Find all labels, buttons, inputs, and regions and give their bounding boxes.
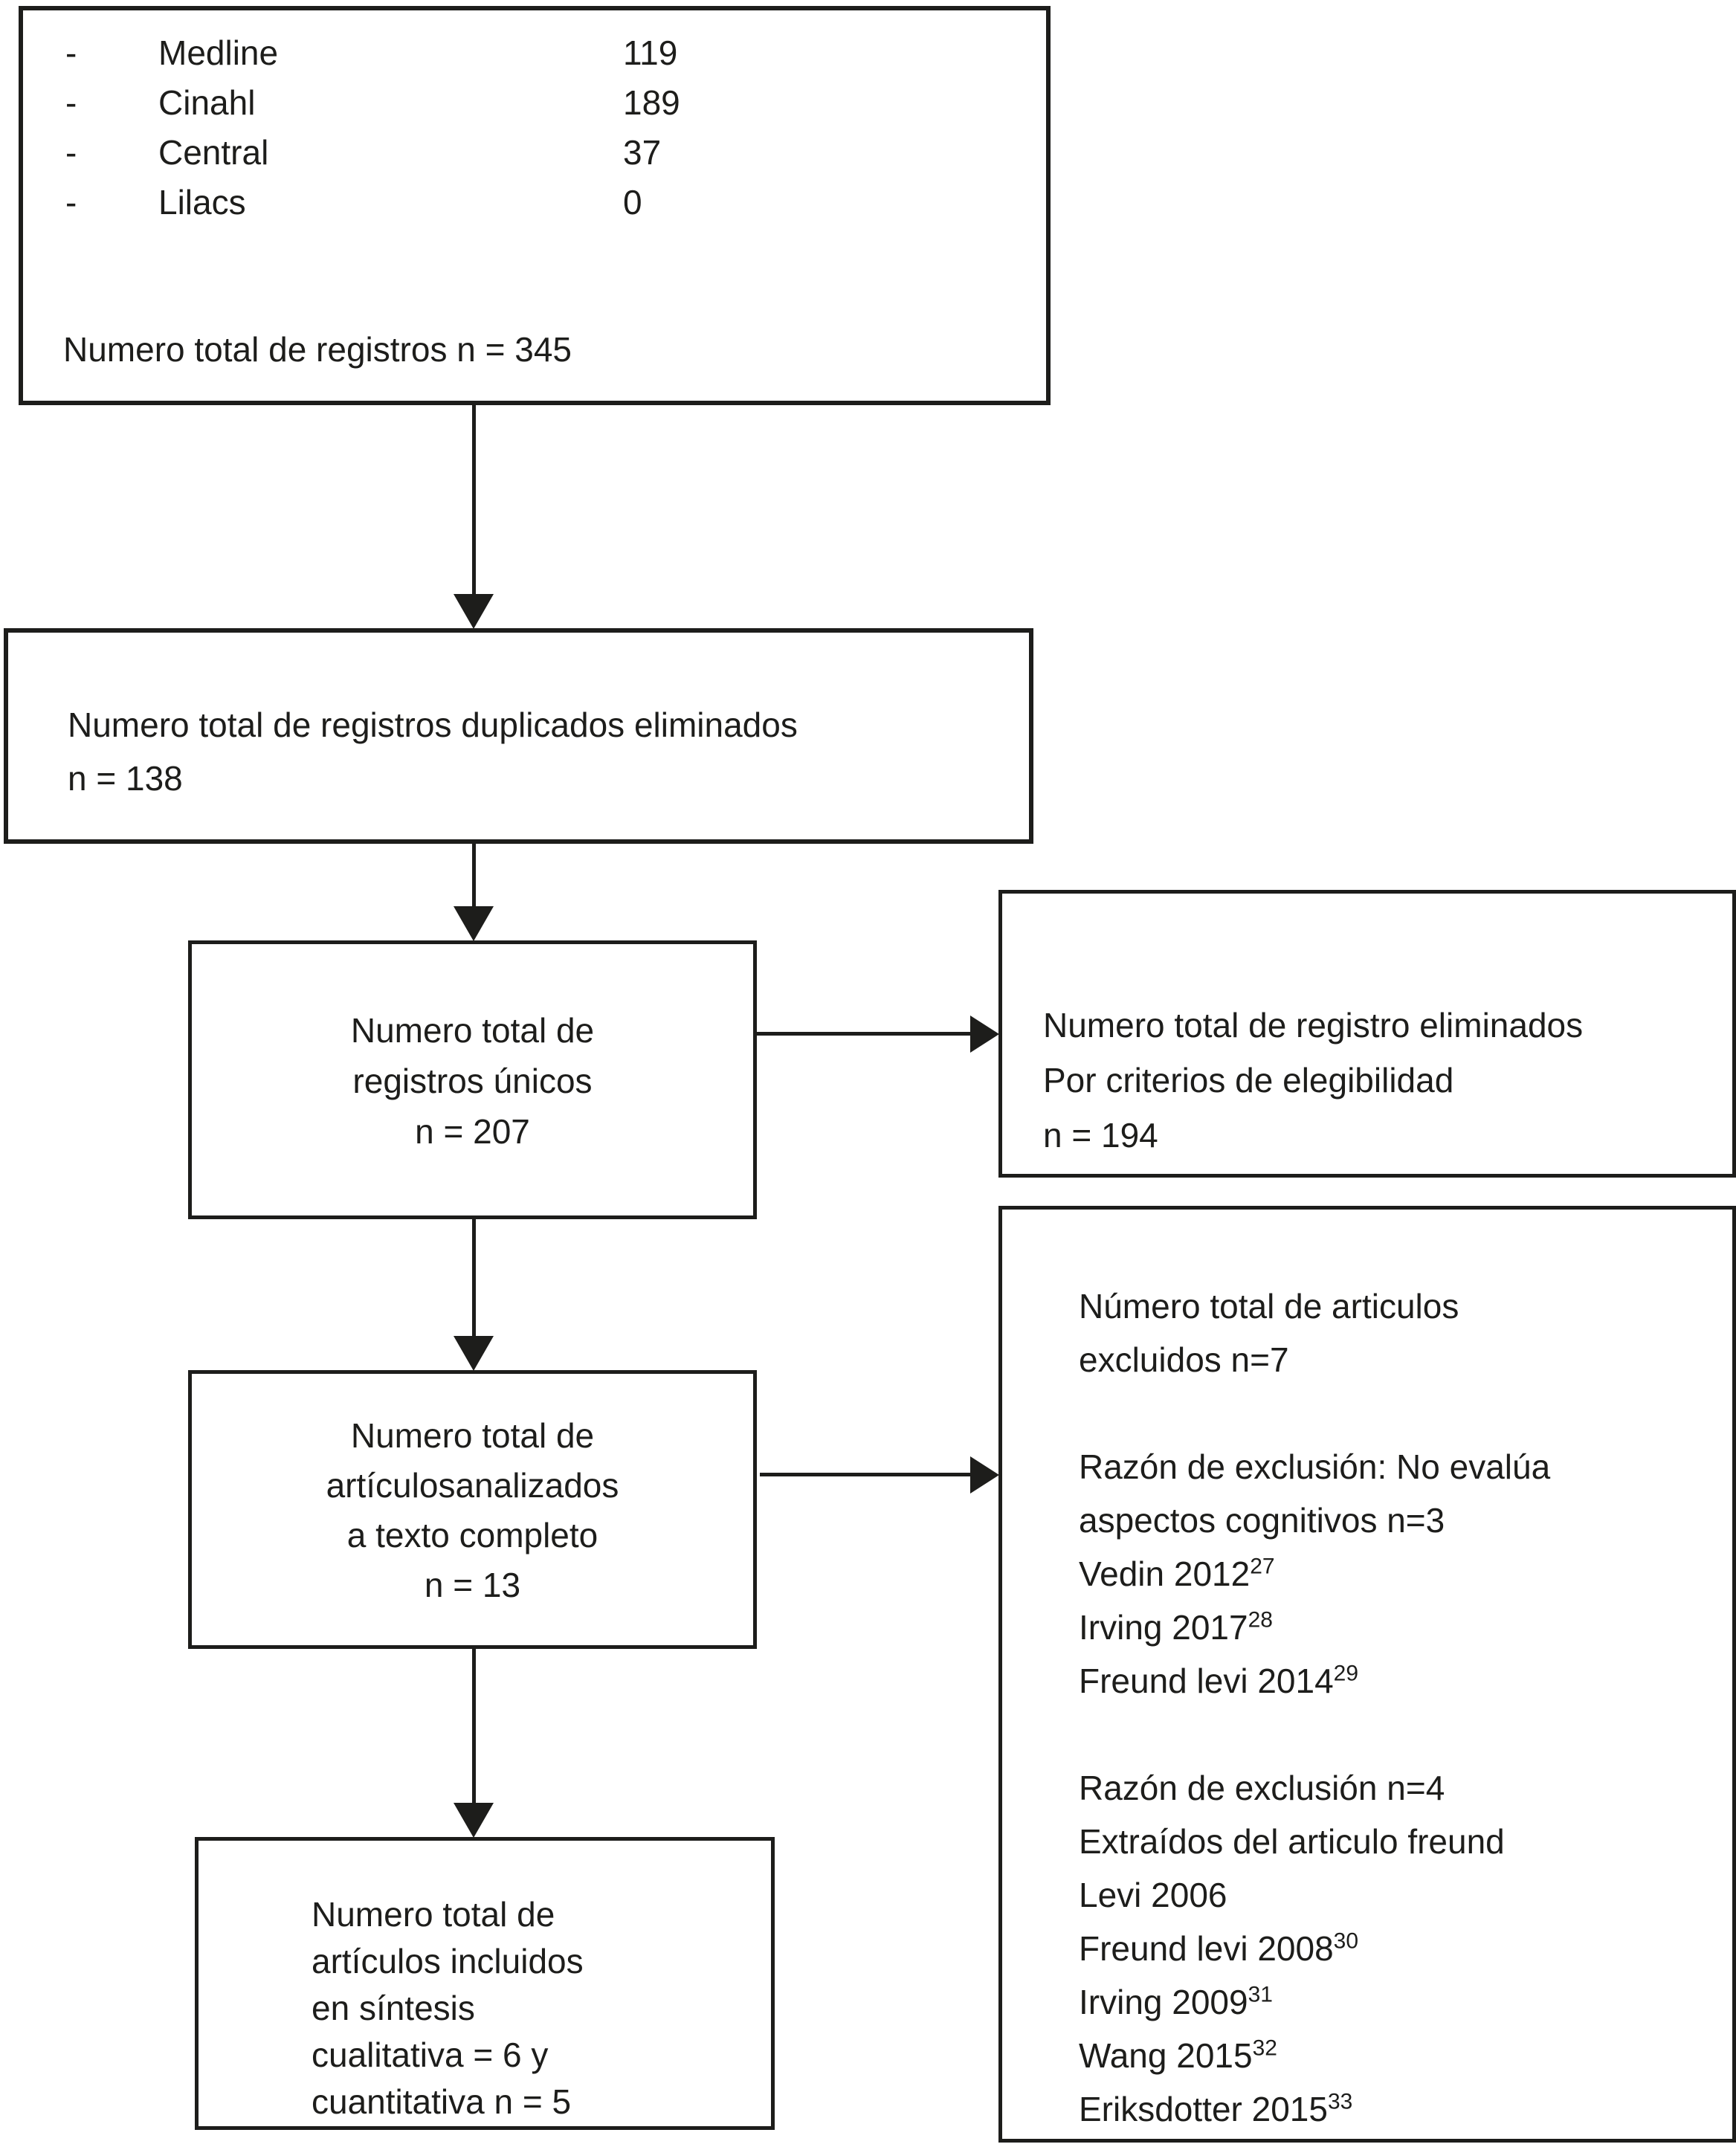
eligibility-removed-box: Numero total de registro eliminados Por … — [998, 890, 1736, 1178]
unique-records-line: registros únicos — [352, 1062, 593, 1100]
arrow-down-icon — [454, 1803, 494, 1838]
reference-line: Irving 200931 — [1079, 1975, 1710, 2029]
database-row: - Medline 119 — [23, 33, 1046, 83]
fulltext-analyzed-box: Numero total de artículosanalizados a te… — [188, 1370, 757, 1649]
bullet-dash: - — [65, 183, 77, 222]
fulltext-analyzed-line: artículosanalizados — [326, 1466, 619, 1505]
reference-text: Freund levi 2008 — [1079, 1929, 1334, 1968]
bullet-dash: - — [65, 33, 77, 72]
reference-text: Eriksdotter 2015 — [1079, 2090, 1328, 2128]
reference-superscript: 27 — [1250, 1554, 1275, 1579]
unique-records-line: Numero total de — [350, 1011, 595, 1050]
duplicates-removed-text: Numero total de registros duplicados eli… — [68, 706, 798, 744]
reference-line: Irving 201728 — [1079, 1601, 1710, 1654]
reference-text: Vedin 2012 — [1079, 1554, 1251, 1593]
database-name: Cinahl — [158, 83, 256, 122]
arrow-right-icon — [970, 1456, 999, 1494]
excluded-articles-box: Número total de articulos excluidos n=7 … — [998, 1206, 1736, 2143]
flow-line-4 — [472, 1649, 476, 1804]
reference-superscript: 33 — [1327, 2089, 1353, 2114]
eligibility-removed-count: n = 194 — [1043, 1116, 1158, 1155]
reference-superscript: 32 — [1252, 2035, 1277, 2061]
reference-line: Eriksdotter 201533 — [1079, 2082, 1710, 2136]
total-records-text: Numero total de registros n = 345 — [63, 330, 572, 369]
reference-text: Freund levi 2014 — [1079, 1662, 1334, 1700]
reference-line: Vedin 201227 — [1079, 1547, 1710, 1601]
exclusion-reason-line: Razón de exclusión n=4 — [1079, 1769, 1445, 1807]
reference-line: Wang 201532 — [1079, 2029, 1710, 2082]
flow-line-eligibility — [757, 1032, 972, 1036]
duplicates-removed-box: Numero total de registros duplicados eli… — [4, 628, 1033, 844]
database-count: 119 — [623, 33, 678, 72]
database-row: - Lilacs 0 — [23, 182, 1046, 232]
reference-text: Irving 2009 — [1079, 1983, 1248, 2021]
database-count: 0 — [623, 183, 642, 222]
exclusion-reason-line: aspectos cognitivos n=3 — [1079, 1501, 1445, 1540]
fulltext-analyzed-line: a texto completo — [346, 1516, 598, 1554]
exclusion-reason-line: Extraídos del articulo freund — [1079, 1822, 1505, 1861]
included-articles-count: cuantitativa n = 5 — [312, 2082, 572, 2121]
exclusion-reason-line: Razón de exclusión: No evalúa — [1079, 1447, 1551, 1486]
reference-superscript: 31 — [1248, 1982, 1273, 2007]
reference-superscript: 28 — [1248, 1607, 1273, 1633]
database-name: Central — [158, 133, 269, 172]
included-articles-line: Numero total de — [312, 1895, 555, 1934]
database-name: Medline — [158, 33, 279, 72]
unique-records-box: Numero total de registros únicos n = 207 — [188, 940, 757, 1219]
reference-line: Freund levi 201429 — [1079, 1654, 1710, 1708]
flow-line-excluded — [760, 1473, 972, 1476]
flow-line-3 — [472, 1219, 476, 1337]
bullet-dash: - — [65, 83, 77, 122]
reference-line: Freund levi 200830 — [1079, 1922, 1710, 1975]
arrow-down-icon — [454, 906, 494, 941]
arrow-down-icon — [454, 594, 494, 629]
database-count: 189 — [623, 83, 680, 122]
included-articles-line: en síntesis — [312, 1989, 475, 2027]
included-articles-line: cualitativa = 6 y — [312, 2035, 549, 2074]
reference-text: Irving 2017 — [1079, 1608, 1248, 1647]
reference-text: Wang 2015 — [1079, 2036, 1253, 2075]
database-row: - Central 37 — [23, 132, 1046, 182]
database-count: 37 — [623, 133, 662, 172]
reference-superscript: 30 — [1333, 1928, 1359, 1954]
included-articles-box: Numero total de artículos incluidos en s… — [195, 1837, 775, 2130]
source-records-box: - Medline 119 - Cinahl 189 - Central 37 … — [19, 6, 1051, 405]
duplicates-removed-count: n = 138 — [68, 759, 183, 798]
database-name: Lilacs — [158, 183, 246, 222]
spacer — [1079, 1386, 1710, 1440]
database-row: - Cinahl 189 — [23, 83, 1046, 132]
arrow-down-icon — [454, 1336, 494, 1371]
flow-line-2 — [472, 844, 476, 908]
fulltext-analyzed-line: Numero total de — [350, 1416, 595, 1455]
unique-records-count: n = 207 — [415, 1112, 530, 1151]
excluded-total-line: Número total de articulos — [1079, 1287, 1459, 1326]
eligibility-removed-line: Numero total de registro eliminados — [1043, 1006, 1584, 1045]
arrow-right-icon — [970, 1016, 999, 1053]
eligibility-removed-line: Por criterios de elegibilidad — [1043, 1061, 1454, 1100]
bullet-dash: - — [65, 133, 77, 172]
included-articles-line: artículos incluidos — [312, 1942, 584, 1980]
exclusion-reason-line: Levi 2006 — [1079, 1876, 1227, 1914]
excluded-total-count: excluidos n=7 — [1079, 1340, 1289, 1379]
spacer — [1079, 1708, 1710, 1761]
fulltext-analyzed-count: n = 13 — [424, 1566, 521, 1604]
flow-line-1 — [472, 405, 476, 595]
reference-superscript: 29 — [1333, 1661, 1359, 1686]
